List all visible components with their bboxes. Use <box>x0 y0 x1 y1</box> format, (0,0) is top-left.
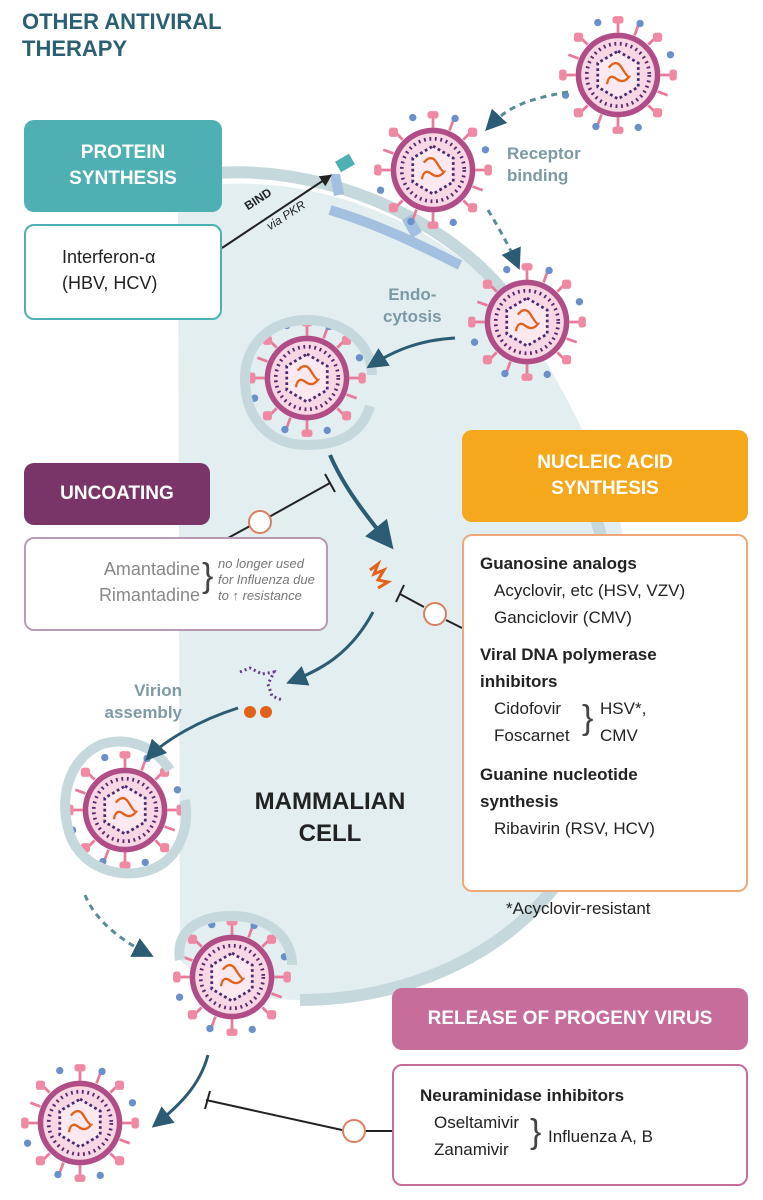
receptor-label-line-2: binding <box>507 166 569 185</box>
acyclovir-resistant-footnote: *Acyclovir-resistant <box>506 899 651 918</box>
dna-polymerase-title-line-2: inhibitors <box>480 672 558 691</box>
polymerase-drug-group: Cidofovir Foscarnet } HSV*, CMV <box>480 695 746 751</box>
uncoating-drug-box: Amantadine Rimantadine } no longer used … <box>24 537 328 631</box>
amantadine-label: Amantadine <box>103 559 200 579</box>
nucleic-acid-synthesis-header: NUCLEIC ACID SYNTHESIS <box>462 430 748 522</box>
uncoating-drug-list: Amantadine Rimantadine <box>54 556 200 608</box>
guanine-nucleotide-title-line-2: synthesis <box>480 792 559 811</box>
endocytosis-label: Endo- cytosis <box>383 284 442 328</box>
protein-synthesis-header: PROTEIN SYNTHESIS <box>24 120 222 212</box>
release-progeny-header: RELEASE OF PROGENY VIRUS <box>392 988 748 1050</box>
neuraminidase-drug-list: Oseltamivir Zanamivir <box>420 1109 519 1163</box>
ganciclovir-label: Ganciclovir (CMV) <box>494 608 632 627</box>
page-title: OTHER ANTIVIRAL THERAPY <box>22 8 282 62</box>
uncoating-note-line-1: no longer used <box>218 556 305 571</box>
uncoating-note-line-3: to ↑ resistance <box>218 588 302 603</box>
virion-assembly-label: Virion assembly <box>82 680 183 724</box>
oseltamivir-label: Oseltamivir <box>434 1113 520 1132</box>
receptor-label-line-1: Receptor <box>507 144 581 163</box>
cidofovir-label: Cidofovir <box>494 699 562 718</box>
neuraminidase-brace-icon: } <box>530 1113 542 1151</box>
cell-label-line-2: CELL <box>298 820 362 847</box>
uncoating-brace-icon: } <box>202 557 214 595</box>
foscarnet-label: Foscarnet <box>494 726 570 745</box>
uncoating-note-line-2: for Influenza due <box>218 572 315 587</box>
dna-polymerase-title-line-1: Viral DNA polymerase <box>480 645 657 664</box>
endo-label-line-2: cytosis <box>383 307 442 326</box>
virion-label-line-1: Virion <box>134 681 182 700</box>
influenza-target-label: Influenza A, B <box>548 1127 653 1146</box>
neuraminidase-drug-group: Oseltamivir Zanamivir } Influenza A, B <box>420 1109 746 1165</box>
uncoating-note: no longer used for Influenza due to ↑ re… <box>218 556 315 604</box>
hsv-target-label: HSV*, <box>600 699 647 718</box>
cell-label-line-1: MAMMALIAN <box>254 788 406 815</box>
endo-label-line-1: Endo- <box>388 285 437 304</box>
cmv-target-label: CMV <box>600 726 638 745</box>
guanine-nucleotide-title-line-1: Guanine nucleotide <box>480 765 638 784</box>
polymerase-targets: HSV*, CMV <box>600 695 646 749</box>
polymerase-drug-list: Cidofovir Foscarnet <box>480 695 570 749</box>
nucleic-header-line-1: NUCLEIC ACID <box>537 452 673 473</box>
acyclovir-label: Acyclovir, etc (HSV, VZV) <box>494 581 686 600</box>
protein-header-line-2: SYNTHESIS <box>69 168 177 189</box>
title-line-1: OTHER ANTIVIRAL <box>22 9 222 34</box>
receptor-binding-label: Receptor binding <box>507 143 581 187</box>
protein-header-line-1: PROTEIN <box>80 142 166 163</box>
nucleic-acid-drug-box: Guanosine analogs Acyclovir, etc (HSV, V… <box>462 534 748 892</box>
interferon-targets: (HBV, HCV) <box>62 273 158 293</box>
nucleic-header-line-2: SYNTHESIS <box>551 478 659 499</box>
rimantadine-label: Rimantadine <box>98 585 200 605</box>
title-line-2: THERAPY <box>22 36 128 61</box>
ribavirin-label: Ribavirin (RSV, HCV) <box>494 819 655 838</box>
virion-label-line-2: assembly <box>104 703 183 722</box>
neuraminidase-title: Neuraminidase inhibitors <box>420 1086 625 1105</box>
zanamivir-label: Zanamivir <box>434 1140 509 1159</box>
interferon-label: Interferon-α <box>62 247 156 267</box>
guanosine-analogs-title: Guanosine analogs <box>480 554 637 573</box>
mammalian-cell-label: MAMMALIAN CELL <box>230 786 430 850</box>
uncoating-header: UNCOATING <box>24 463 210 525</box>
protein-synthesis-drug-box: Interferon-α (HBV, HCV) <box>24 224 222 320</box>
polymerase-brace-icon: } <box>582 699 594 737</box>
release-drug-box: Neuraminidase inhibitors Oseltamivir Zan… <box>392 1064 748 1186</box>
